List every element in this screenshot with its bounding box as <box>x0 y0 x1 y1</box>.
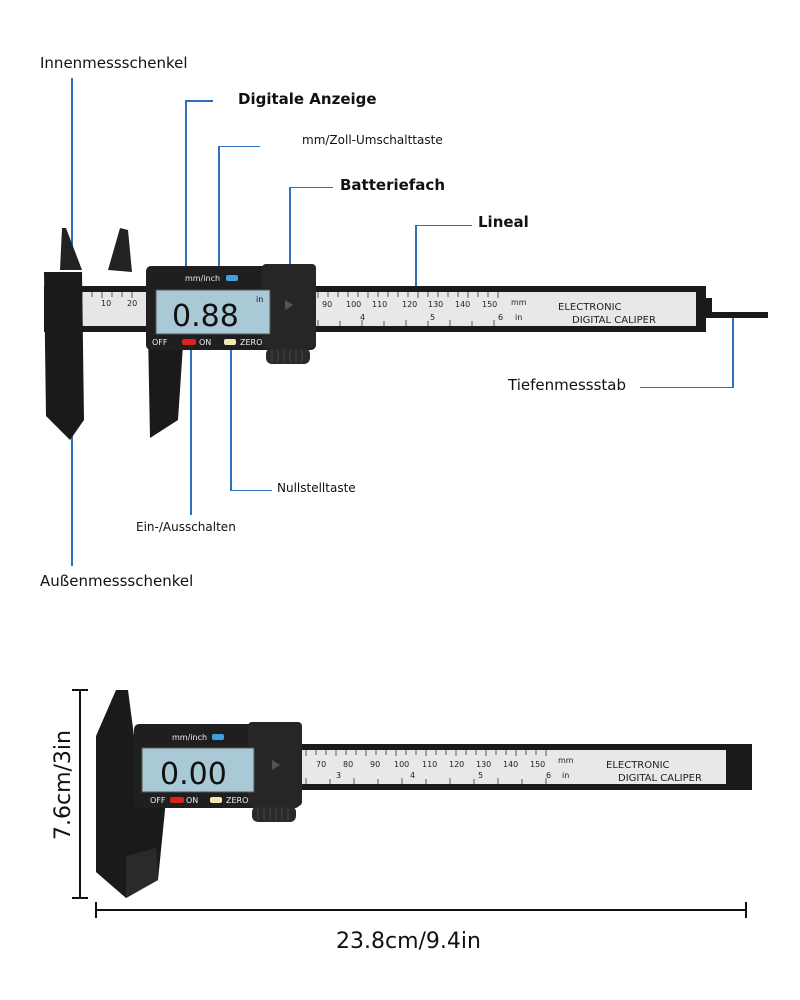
unit-toggle-label-bottom: mm/inch <box>172 733 207 742</box>
thumb-wheel-bottom <box>252 806 296 822</box>
zero-button <box>224 339 236 345</box>
leader-zero <box>230 490 272 491</box>
unit-mm: mm <box>558 756 574 765</box>
scale-label: 100 <box>394 760 409 769</box>
outer-jaw-fixed <box>44 272 84 440</box>
callout-outer-jaws: Außenmessschenkel <box>40 572 194 590</box>
on-label-bottom: ON <box>186 796 198 805</box>
height-label: 7.6cm/3in <box>51 730 76 840</box>
lcd-reading-bottom: 0.00 <box>160 757 227 792</box>
scale-label: 120 <box>449 760 464 769</box>
outer-jaws-bottom <box>96 690 166 898</box>
scale-inch-label: 6 <box>546 771 551 780</box>
scale-label: 20 <box>127 299 137 308</box>
scale-label: 100 <box>346 300 361 309</box>
scale-inch-label: 4 <box>360 313 365 322</box>
leader-display-v <box>185 100 187 295</box>
height-dimension <box>72 689 88 899</box>
scale-label: 130 <box>428 300 443 309</box>
callout-depth-rod: Tiefenmessstab <box>508 376 626 394</box>
leader-ruler <box>415 225 472 226</box>
inner-jaw-slide <box>108 228 132 272</box>
scale-label: 140 <box>503 760 518 769</box>
zero-label-bottom: ZERO <box>226 796 248 805</box>
callout-display: Digitale Anzeige <box>238 90 377 108</box>
unit-in: in <box>515 313 522 322</box>
scale-label: 150 <box>482 300 497 309</box>
scale-label: 140 <box>455 300 470 309</box>
lcd-reading: 0.88 <box>172 299 239 334</box>
leader-unit-button-v <box>218 146 220 270</box>
zero-button-bottom <box>210 797 222 803</box>
power-button <box>182 339 196 345</box>
callout-power-button: Ein-/Ausschalten <box>136 520 236 534</box>
outer-jaw-slide <box>148 330 184 438</box>
scale-strip-main <box>316 292 696 326</box>
scale-label: 70 <box>316 760 326 769</box>
scale-inch-label: 4 <box>410 771 415 780</box>
brand-line1: ELECTRONIC <box>606 760 670 771</box>
callout-inner-jaws: Innenmessschenkel <box>40 54 188 72</box>
scale-label: 110 <box>422 760 437 769</box>
length-dimension <box>95 902 747 918</box>
lcd-unit: in <box>256 295 263 304</box>
brand-line2: DIGITAL CALIPER <box>572 315 656 326</box>
unit-in: in <box>562 771 569 780</box>
scale-inch-label: 5 <box>430 313 435 322</box>
ruler-ticks-top <box>317 292 499 326</box>
scale-inch-label: 5 <box>478 771 483 780</box>
unit-mm: mm <box>511 298 527 307</box>
unit-toggle-button-bottom <box>212 734 224 740</box>
unit-toggle-label: mm/inch <box>185 274 220 283</box>
scale-strip <box>80 292 146 326</box>
lcd-screen-bottom <box>141 747 255 793</box>
leader-display <box>185 100 213 102</box>
scale-inch-label: 3 <box>336 771 341 780</box>
leader-depth-rod <box>640 387 734 388</box>
battery-arrow-icon <box>272 760 280 770</box>
scale-label: 110 <box>372 300 387 309</box>
callout-ruler: Lineal <box>478 213 529 231</box>
callout-battery: Batteriefach <box>340 176 445 194</box>
scale-label: 120 <box>402 300 417 309</box>
battery-arrow-icon <box>285 300 293 310</box>
length-label: 23.8cm/9.4in <box>336 929 481 954</box>
leader-unit-button <box>218 146 260 147</box>
scale-label: 90 <box>322 300 332 309</box>
scale-label: 10 <box>101 299 111 308</box>
leader-ruler-v <box>415 225 417 305</box>
brand-line1: ELECTRONIC <box>558 302 622 313</box>
scale-label: 80 <box>343 760 353 769</box>
leader-inner-jaws <box>71 78 73 268</box>
leader-battery <box>289 187 333 188</box>
callout-unit-button: mm/Zoll-Umschalttaste <box>302 133 443 147</box>
leader-zero-v <box>230 345 232 491</box>
leader-depth-rod-v <box>732 316 734 388</box>
scale-label: 130 <box>476 760 491 769</box>
callout-zero-button: Nullstelltaste <box>277 481 356 495</box>
off-label: OFF <box>152 338 168 347</box>
scale-inch-label: 6 <box>498 313 503 322</box>
off-label-bottom: OFF <box>150 796 166 805</box>
inner-jaw-fixed <box>60 228 82 270</box>
power-button-bottom <box>170 797 184 803</box>
unit-toggle-button <box>226 275 238 281</box>
leader-power-v <box>190 345 192 515</box>
on-label: ON <box>199 338 211 347</box>
zero-label: ZERO <box>240 338 262 347</box>
thumb-wheel <box>266 348 310 364</box>
depth-rod <box>700 312 768 318</box>
leader-battery-v <box>289 187 291 297</box>
lcd-screen <box>155 289 271 335</box>
scale-strip-bottom <box>300 750 726 784</box>
brand-line2: DIGITAL CALIPER <box>618 773 702 784</box>
scale-label: 150 <box>530 760 545 769</box>
leader-outer-jaws <box>71 378 73 566</box>
scale-label: 90 <box>370 760 380 769</box>
